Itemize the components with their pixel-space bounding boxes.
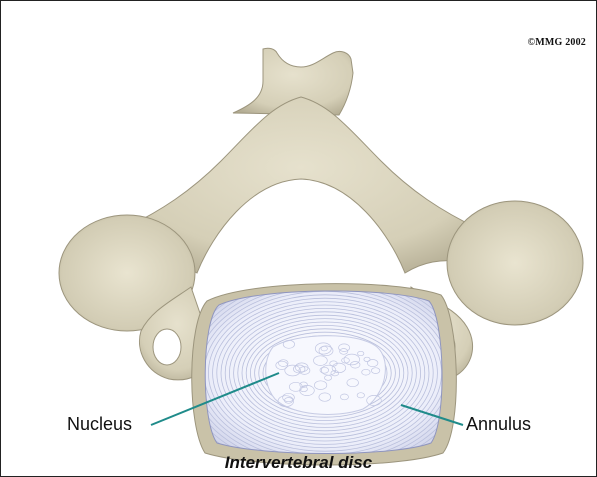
right-articular-facet — [447, 201, 583, 325]
left-transverse-foramen — [153, 329, 181, 365]
annulus-label: Annulus — [466, 414, 531, 435]
copyright-notice: ©MMG 2002 — [528, 37, 586, 48]
diagram-caption: Intervertebral disc — [1, 453, 596, 473]
nucleus-label: Nucleus — [67, 414, 132, 435]
